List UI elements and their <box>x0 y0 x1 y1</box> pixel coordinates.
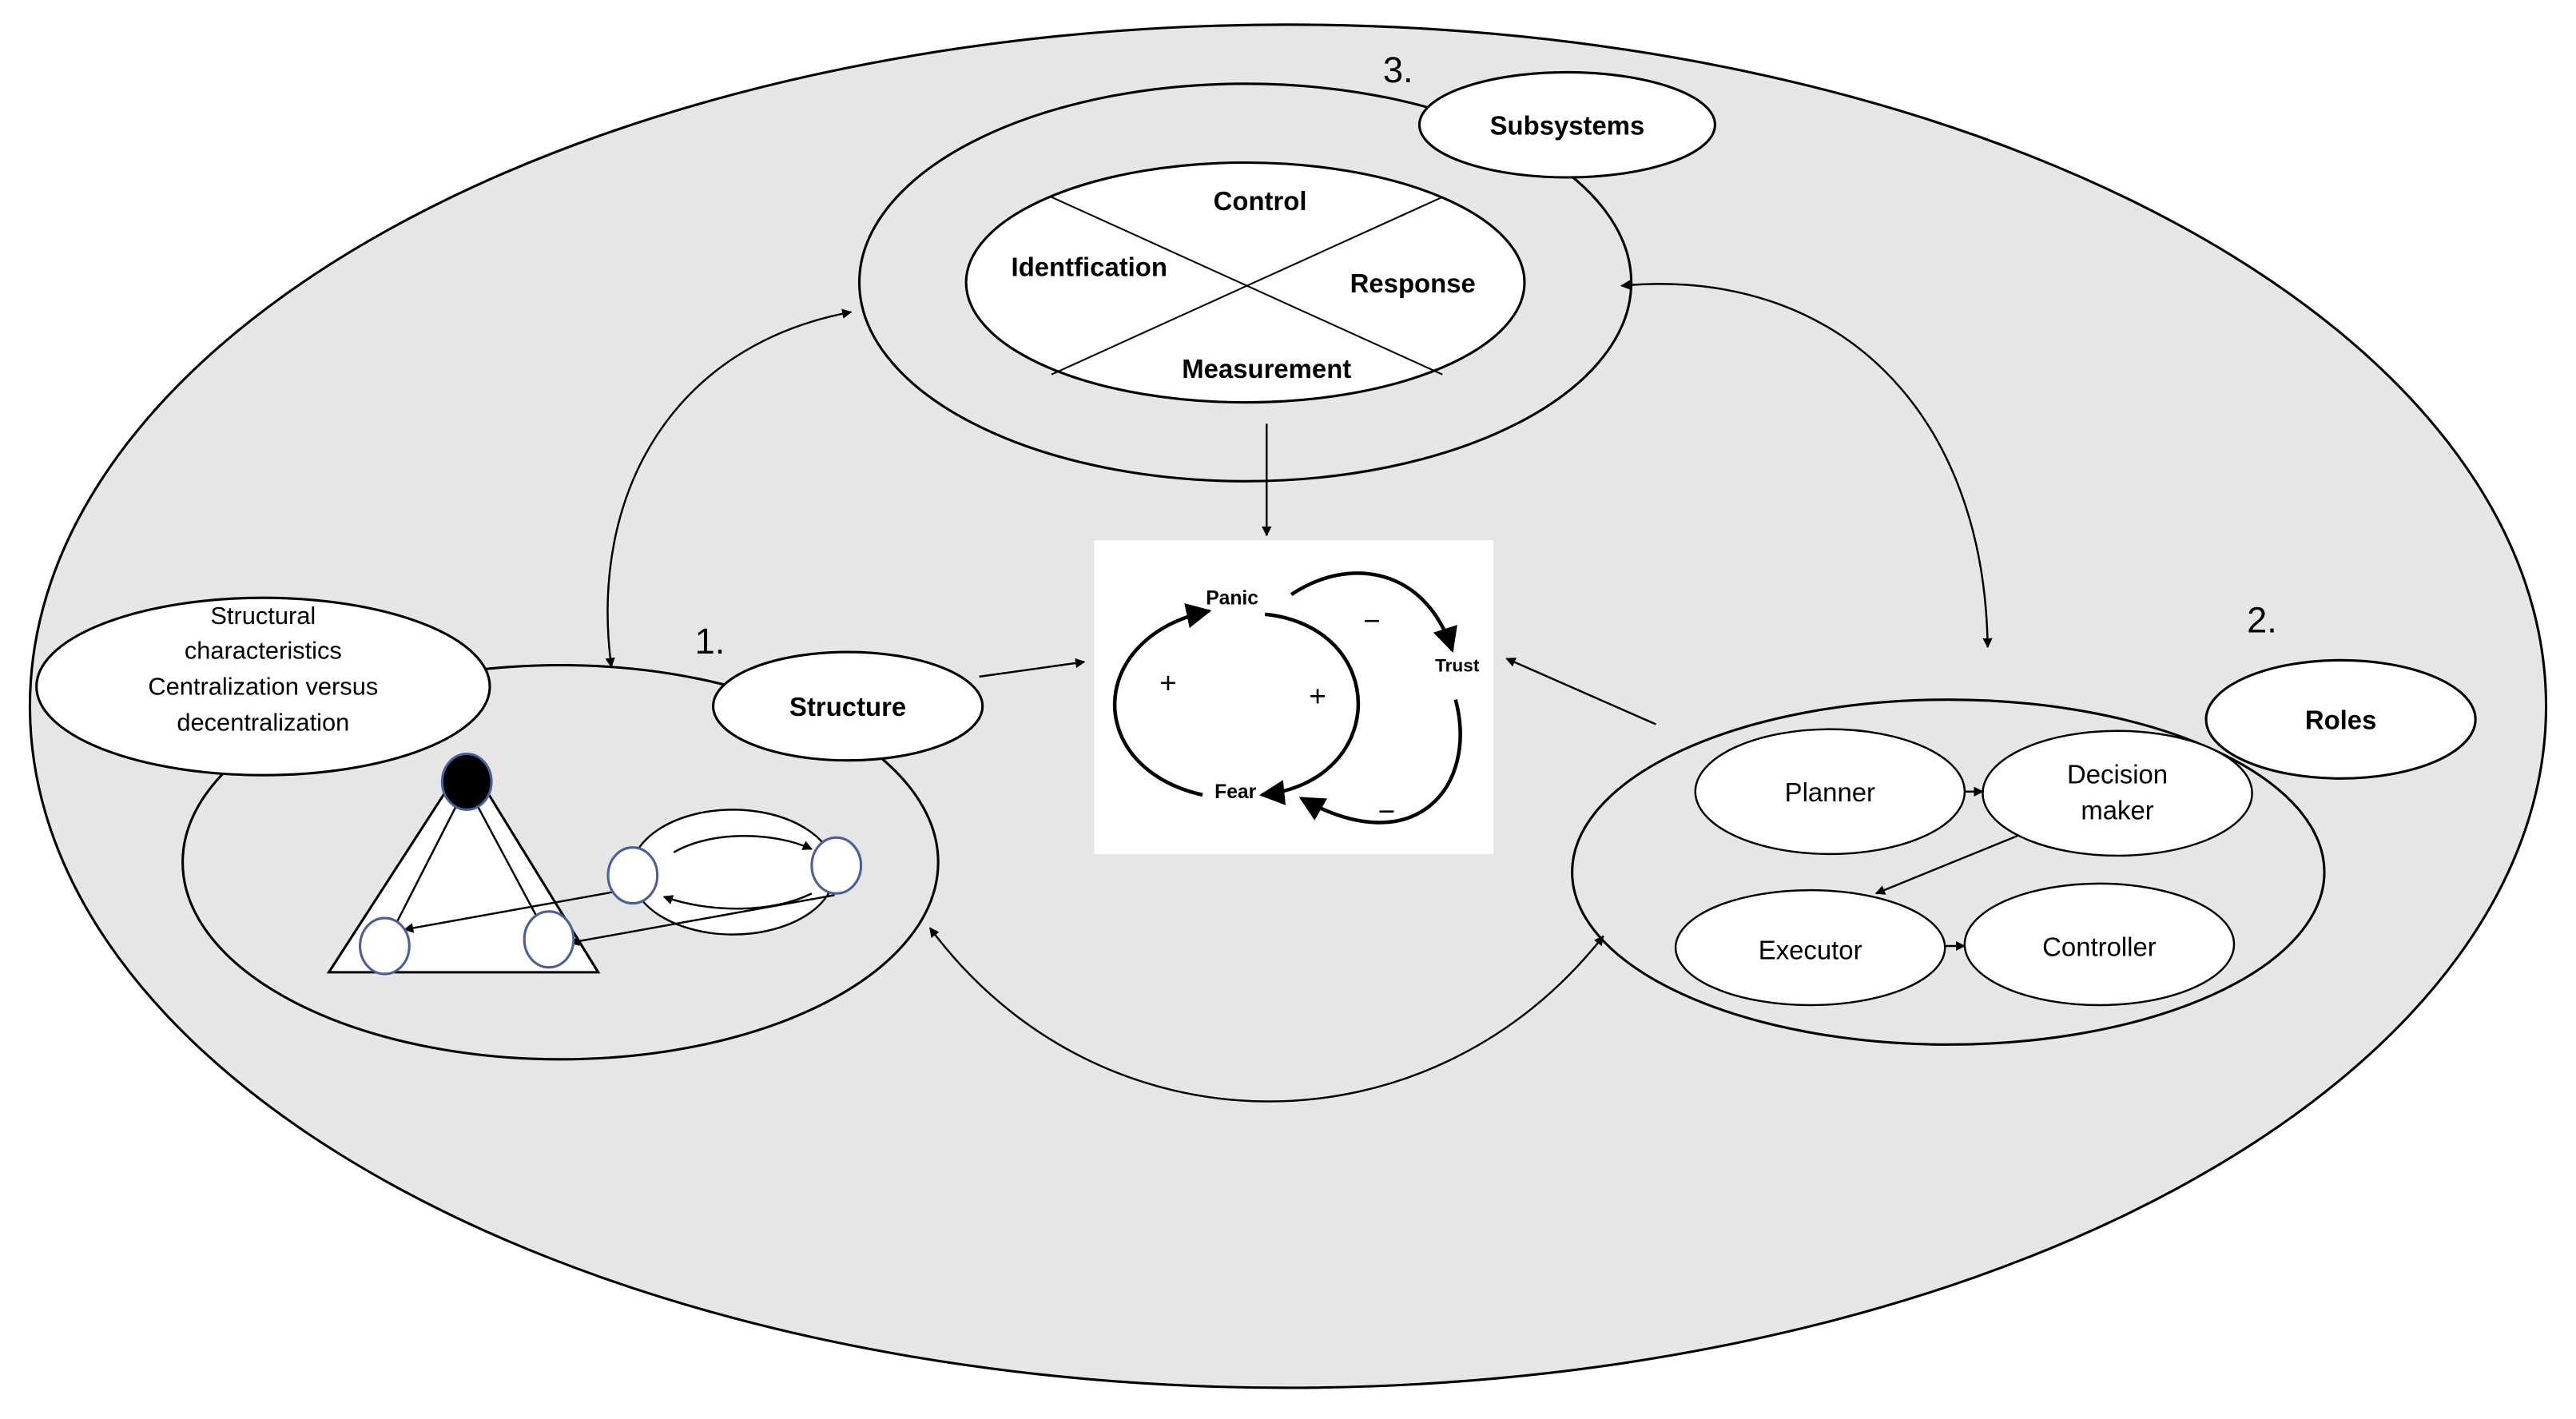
roles-label: Roles <box>2305 706 2377 735</box>
quadrant-divider-2 <box>1051 196 1443 376</box>
role-decision-maker-label-2: maker <box>2081 796 2153 825</box>
subsystems-roles-arrow <box>1620 280 1993 649</box>
subsystems-label: Subsystems <box>1490 111 1645 141</box>
role-controller-label: Controller <box>2042 932 2157 961</box>
loop-sign-minus-top: − <box>1363 604 1381 637</box>
structure-to-loop-arrow <box>979 658 1086 678</box>
number-one: 1. <box>695 621 725 662</box>
role-executor <box>1674 888 1946 1007</box>
decision-to-executor-arrow <box>1874 835 2018 895</box>
subsystems-label-ellipse <box>1417 70 1716 179</box>
roles-label-ellipse <box>2204 658 2477 780</box>
roles-to-loop-arrow <box>1505 658 1656 725</box>
loop-arrow-panic-to-trust <box>1290 571 1457 654</box>
structure-description-line-4: decentralization <box>177 709 349 737</box>
loop-sign-minus-bottom: − <box>1378 795 1396 828</box>
structure-description-line-2: characteristics <box>185 636 342 664</box>
loop-arrow-trust-to-fear <box>1298 699 1462 825</box>
network-loop-ellipse <box>630 809 836 936</box>
hierarchy-node <box>359 916 411 976</box>
structure-description-ellipse <box>35 596 491 777</box>
loop-sign-plus-left: + <box>1159 666 1177 699</box>
number-three: 3. <box>1383 50 1413 90</box>
role-decision-maker <box>1982 729 2253 857</box>
loop-arrow-fear-to-panic <box>1112 603 1212 797</box>
network-node <box>606 846 659 905</box>
feedback-loop-box <box>1094 540 1493 854</box>
hierarchy-illustration <box>326 752 863 976</box>
hierarchy-arrow <box>569 894 835 946</box>
loop-arrow-panic-to-fear <box>1258 612 1360 805</box>
loop-node-panic: Panic <box>1206 587 1258 609</box>
number-two: 2. <box>2247 599 2277 640</box>
structure-subsystems-arrow <box>605 308 853 668</box>
loop-sign-plus-right: + <box>1309 680 1326 713</box>
quadrant-measurement: Measurement <box>1182 354 1351 384</box>
hierarchy-node <box>523 910 575 969</box>
role-planner-label: Planner <box>1785 777 1875 807</box>
hierarchy-arrow <box>403 887 634 933</box>
apex-node <box>440 752 493 811</box>
role-executor-label: Executor <box>1759 935 1862 964</box>
quadrant-response: Response <box>1350 268 1476 298</box>
loop-node-fear: Fear <box>1214 781 1256 803</box>
loop-node-trust: Trust <box>1435 656 1480 676</box>
structure-roles-arrow <box>928 927 1604 1103</box>
network-loop-arrow <box>662 892 813 910</box>
structure-description-line-1: Structural <box>210 602 316 630</box>
structure-description-line-3: Centralization versus <box>148 673 378 701</box>
role-decision-maker-label-1: Decision <box>2067 760 2168 789</box>
network-node <box>810 836 863 895</box>
network-loop-arrow <box>673 835 813 853</box>
quadrant-control: Control <box>1214 186 1307 216</box>
structure-label: Structure <box>789 692 906 721</box>
quadrant-identification: Identfication <box>1012 252 1167 281</box>
